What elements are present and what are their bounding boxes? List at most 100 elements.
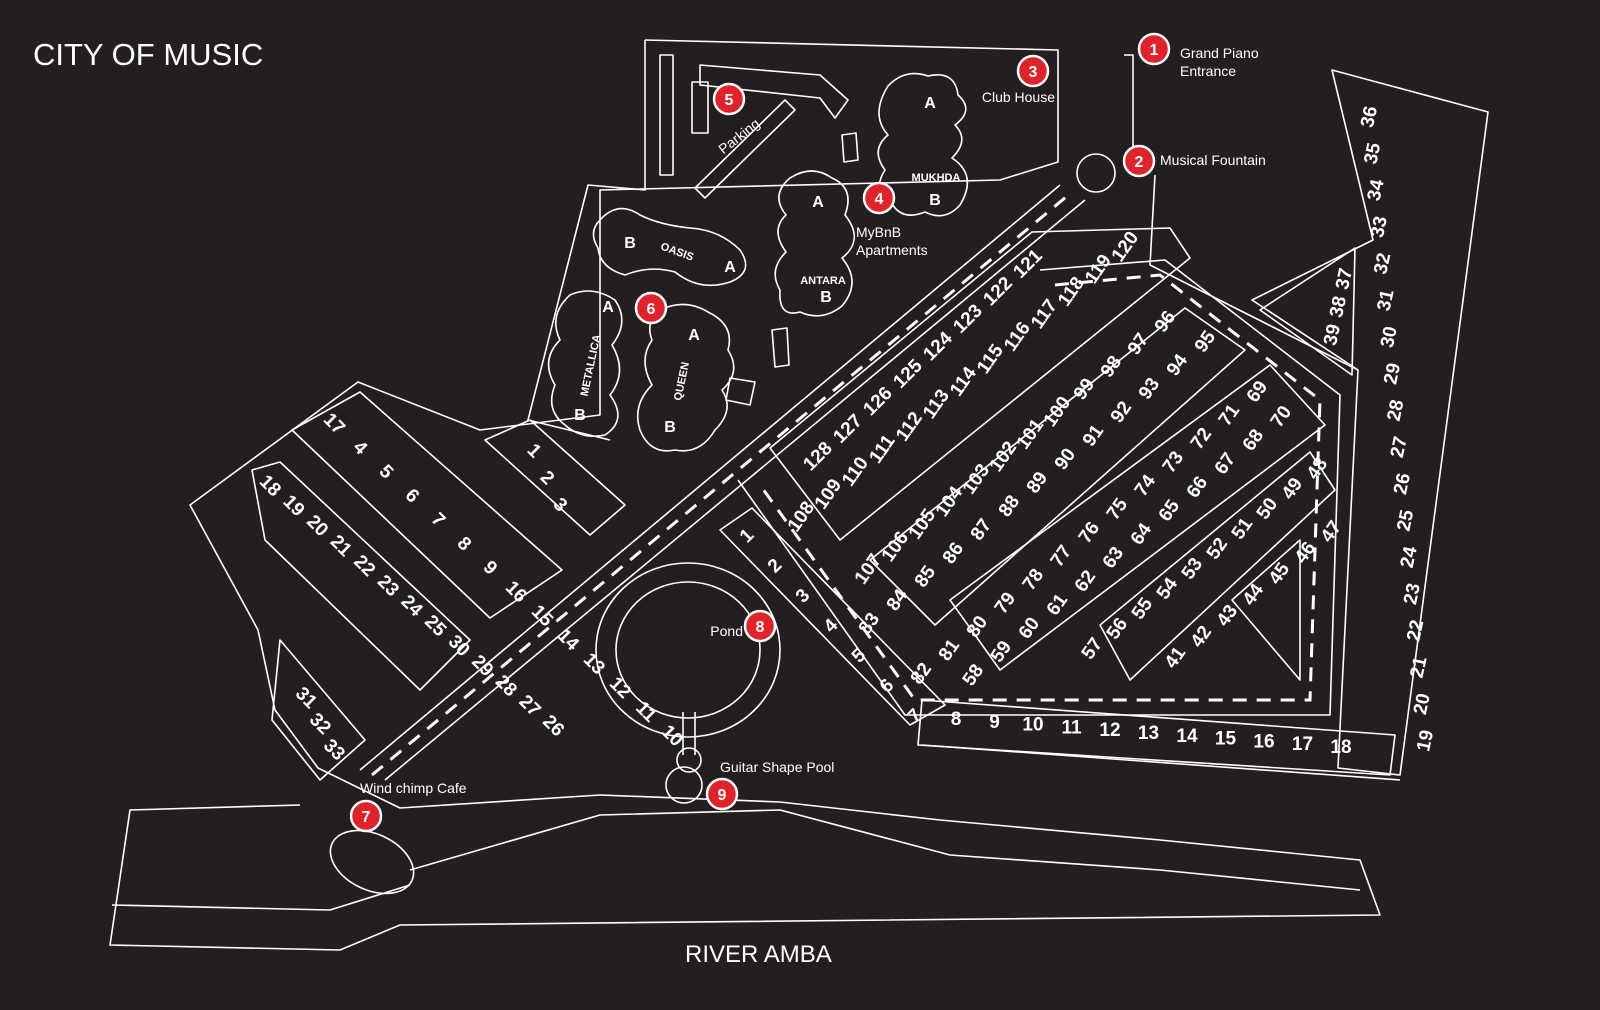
plot-number: 7: [427, 509, 449, 531]
plot-number: 6: [401, 485, 423, 507]
plot-number: 26: [1390, 471, 1415, 496]
plot-number: 28: [1384, 398, 1409, 423]
plot-number: 20: [1410, 692, 1435, 717]
plot-number: 66: [1183, 473, 1212, 502]
plot-number: 90: [1051, 445, 1080, 474]
landmark-marker[interactable]: 6: [634, 291, 668, 325]
marker-label: Grand Piano: [1180, 45, 1259, 61]
building-blobs: [547, 72, 969, 452]
building-wing-label: A: [602, 299, 614, 316]
plot-number: 25: [1393, 508, 1418, 533]
plot-number: 34: [1364, 177, 1389, 202]
plot-number: 15: [1215, 729, 1237, 750]
marker-label: Apartments: [856, 242, 928, 258]
plot-number: 1: [523, 440, 546, 463]
building-wing-label: A: [724, 259, 736, 276]
plot-number: 123: [949, 300, 986, 337]
plot-number: 36: [1357, 104, 1382, 129]
plot-number: 44: [1239, 580, 1269, 610]
plot-number: 8: [453, 533, 475, 555]
plot-number: 24: [1397, 544, 1422, 569]
plot-number: 88: [995, 492, 1024, 521]
plot-number: 84: [883, 585, 913, 615]
plot-number: 125: [889, 355, 927, 393]
plot-number: 28: [491, 671, 521, 701]
plot-number: 65: [1155, 496, 1185, 526]
plot-number: 74: [1131, 471, 1161, 501]
plot-number: 22: [349, 551, 379, 581]
plot-number: 49: [1278, 474, 1307, 503]
plot-number: 80: [963, 612, 992, 641]
plot-number: 18: [255, 471, 285, 501]
plot-number: 26: [538, 711, 568, 741]
plot-number: 73: [1159, 448, 1188, 477]
marker-label: Club House: [982, 89, 1055, 105]
marker-pin-icon: [743, 609, 777, 643]
plot-number: 53: [1178, 554, 1207, 583]
marker-pin-icon: [1137, 32, 1171, 66]
plot-number: 35: [1360, 141, 1385, 166]
plot-number: 92: [1107, 398, 1136, 427]
plot-number: 12: [1099, 720, 1120, 741]
plot-number: 83: [855, 609, 884, 638]
plot-number: 19: [1413, 728, 1438, 753]
plot-number: 32: [1370, 251, 1395, 276]
marker-label: Guitar Shape Pool: [720, 759, 834, 775]
plot-number: 89: [1023, 468, 1052, 497]
building-name: OASIS: [659, 241, 695, 264]
plot-number: 82: [907, 659, 936, 688]
plot-number: 46: [1291, 538, 1320, 567]
plot-number: 50: [1253, 494, 1282, 523]
plot-number: 47: [1317, 517, 1346, 546]
plot-number: 100: [1040, 393, 1075, 431]
plot-number: 13: [1138, 723, 1159, 744]
building-wing-label: A: [924, 95, 936, 112]
building-wing-label: B: [664, 419, 676, 436]
marker-label: MyBnB: [856, 224, 901, 240]
plot-number: 5: [375, 461, 398, 484]
plot-number: 45: [1265, 559, 1295, 589]
plot-number: 60: [1015, 614, 1044, 643]
plot-number: 10: [1022, 715, 1043, 736]
plot-number: 71: [1215, 400, 1245, 430]
plot-number: 31: [1374, 287, 1399, 312]
building-wing-label: A: [812, 194, 824, 211]
plot-number: 42: [1187, 622, 1216, 651]
plot-number: 110: [838, 453, 873, 490]
marker-number: 5: [725, 92, 734, 109]
plot-number: 128: [799, 438, 836, 475]
plot-number: 63: [1099, 543, 1128, 572]
plot-number: 2: [764, 555, 786, 577]
plot-number: 38: [1326, 294, 1351, 319]
plot-number: 21: [1407, 654, 1432, 679]
plot-number: 75: [1103, 494, 1133, 524]
plot-number: 27: [1387, 435, 1412, 460]
plot-number: 57: [1078, 634, 1107, 663]
plot-number: 29: [1380, 361, 1405, 386]
plot-number: 51: [1228, 514, 1258, 544]
marker-number: 8: [756, 619, 765, 636]
plot-number: 9: [479, 557, 501, 579]
marker-label: Parking: [715, 115, 762, 157]
building-name: MUKHDA: [912, 172, 961, 184]
plot-number: 14: [553, 625, 583, 655]
plot-number: 127: [829, 410, 866, 447]
building-wing-label: B: [574, 407, 586, 424]
plot-number: 64: [1127, 519, 1157, 549]
plot-number: 79: [991, 589, 1020, 618]
plot-number: 32: [305, 709, 335, 739]
building-wing-label: A: [688, 327, 700, 344]
marker-pin-icon: [712, 82, 746, 116]
plot-number: 17: [1292, 734, 1313, 755]
